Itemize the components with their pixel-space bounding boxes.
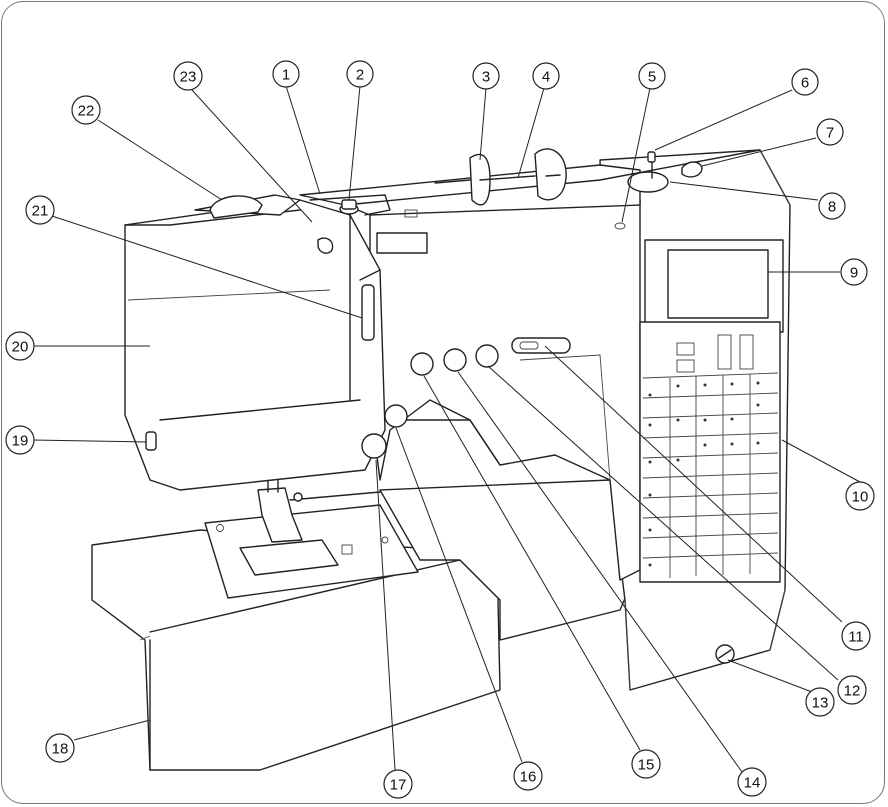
callout-7: 7	[816, 118, 844, 146]
callout-21: 21	[25, 195, 55, 225]
callout-2: 2	[346, 60, 374, 88]
bobbin-winder-spindle	[627, 171, 669, 193]
callout-15: 15	[631, 749, 661, 779]
callout-3: 3	[472, 62, 500, 90]
svg-text:21: 21	[32, 203, 49, 220]
leader-lines	[31, 85, 861, 773]
callout-17: 17	[383, 769, 413, 799]
callout-12: 12	[837, 675, 867, 705]
svg-text:11: 11	[848, 629, 864, 646]
handwheel	[209, 195, 263, 219]
svg-text:7: 7	[826, 125, 834, 142]
pattern-buttons-grid	[642, 372, 779, 578]
side-knob	[145, 431, 157, 451]
keypad-panel	[639, 321, 781, 583]
callout-23: 23	[173, 61, 203, 91]
callout-1: 1	[272, 60, 300, 88]
svg-text:1: 1	[282, 67, 290, 84]
callout-19: 19	[5, 425, 35, 455]
callout-20: 20	[5, 331, 35, 361]
thread-take-up-lever	[361, 284, 375, 341]
button-17	[361, 433, 387, 459]
svg-text:12: 12	[844, 683, 861, 700]
svg-text:18: 18	[52, 741, 69, 758]
svg-text:13: 13	[812, 695, 829, 712]
lcd-screen	[667, 249, 769, 319]
svg-text:17: 17	[390, 777, 407, 794]
svg-text:5: 5	[648, 69, 656, 86]
svg-text:19: 19	[12, 433, 29, 450]
bobbin-winder-stopper	[681, 161, 703, 178]
svg-text:10: 10	[852, 489, 869, 506]
svg-text:14: 14	[744, 775, 761, 792]
machine-head	[124, 199, 386, 491]
callout-4: 4	[532, 62, 560, 90]
callout-14: 14	[737, 767, 767, 797]
button-15	[410, 352, 434, 376]
svg-text:6: 6	[801, 75, 809, 92]
svg-text:9: 9	[850, 265, 858, 282]
svg-text:23: 23	[180, 69, 197, 86]
callout-5: 5	[638, 62, 666, 90]
svg-text:3: 3	[482, 69, 490, 86]
presser-foot	[257, 487, 303, 543]
callout-8: 8	[818, 192, 846, 220]
svg-text:4: 4	[542, 69, 550, 86]
callout-22: 22	[71, 95, 101, 125]
svg-text:16: 16	[520, 769, 537, 786]
top-window	[376, 232, 428, 254]
speed-slider	[511, 337, 571, 354]
callout-11: 11	[841, 621, 871, 651]
button-14	[443, 348, 467, 372]
svg-text:20: 20	[12, 339, 29, 356]
callout-18: 18	[45, 733, 75, 763]
svg-text:2: 2	[356, 67, 364, 84]
svg-text:15: 15	[638, 757, 655, 774]
callout-9: 9	[840, 258, 868, 286]
callout-16: 16	[513, 761, 543, 791]
callout-13: 13	[805, 687, 835, 717]
callouts: 1 2 3 4 5 6 7 8 9 10 11 12 13 14 15 16 1…	[5, 60, 875, 799]
spool-holder-right	[534, 148, 567, 201]
machine-drawing	[91, 148, 791, 771]
callout-6: 6	[791, 68, 819, 96]
svg-text:8: 8	[828, 199, 836, 216]
button-12	[475, 344, 499, 368]
svg-text:22: 22	[78, 103, 95, 120]
bobbin-cover	[239, 539, 339, 576]
button-16	[384, 404, 408, 428]
callout-10: 10	[845, 481, 875, 511]
